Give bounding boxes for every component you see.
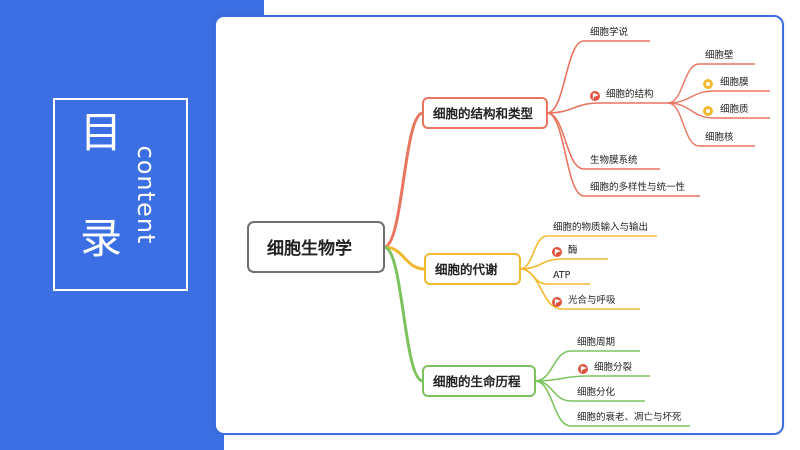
sub-label-0-1-3: 细胞核 bbox=[705, 131, 734, 143]
priority-flag-icon-1-3-glyph bbox=[554, 298, 561, 305]
title-frame bbox=[53, 98, 188, 291]
sub-link-0-1-2 bbox=[667, 102, 715, 119]
sub-label-0-1-1: 细胞膜 bbox=[720, 76, 749, 88]
child-label-1-3: 光合与呼吸 bbox=[568, 294, 616, 306]
sub-link-0-1-1 bbox=[667, 90, 715, 104]
child-link-2-0 bbox=[534, 350, 572, 382]
child-link-0-1 bbox=[546, 102, 601, 114]
child-label-2-0: 细胞周期 bbox=[577, 336, 615, 348]
child-label-1-2: ATP bbox=[553, 270, 571, 281]
child-label-1-0: 细胞的物质输入与输出 bbox=[553, 221, 648, 233]
child-link-2-2 bbox=[534, 380, 572, 402]
branch-link-2 bbox=[383, 245, 424, 383]
child-label-2-3: 细胞的衰老、凋亡与坏死 bbox=[577, 411, 682, 423]
mindmap-links bbox=[383, 40, 770, 427]
branch-link-0 bbox=[383, 111, 424, 249]
child-label-0-1: 细胞的结构 bbox=[606, 88, 654, 100]
branch-node-2 bbox=[422, 365, 536, 397]
child-link-1-1 bbox=[519, 258, 563, 270]
branch-node-1 bbox=[424, 253, 521, 285]
child-link-2-1 bbox=[534, 375, 589, 382]
branch-label-1: 细胞的代谢 bbox=[435, 262, 498, 277]
sub-label-0-1-0: 细胞壁 bbox=[705, 49, 734, 61]
child-label-0-2: 生物膜系统 bbox=[590, 154, 638, 166]
root-node bbox=[247, 221, 385, 273]
priority-flag-icon-2-1-glyph bbox=[580, 365, 587, 372]
child-link-2-3 bbox=[534, 380, 572, 427]
sub-label-0-1-2: 细胞质 bbox=[720, 103, 749, 115]
branch-label-0: 细胞的结构和类型 bbox=[433, 106, 534, 121]
sub-link-0-1-0 bbox=[667, 63, 700, 104]
priority-flag-icon-0-1-glyph bbox=[592, 92, 599, 99]
sub-link-0-1-3 bbox=[667, 102, 700, 147]
child-label-2-2: 细胞分化 bbox=[577, 386, 616, 398]
child-label-2-1: 细胞分裂 bbox=[594, 361, 633, 373]
child-link-0-2 bbox=[546, 112, 585, 170]
priority-flag-icon-1-1-glyph bbox=[554, 248, 561, 255]
child-label-1-1: 酶 bbox=[568, 244, 578, 256]
branch-link-1 bbox=[383, 245, 426, 271]
child-link-0-0 bbox=[546, 40, 585, 114]
branch-label-2: 细胞的生命历程 bbox=[433, 374, 521, 389]
star-icon-0-1-1-glyph bbox=[706, 82, 710, 86]
branch-node-0 bbox=[422, 97, 548, 129]
child-link-1-3 bbox=[519, 268, 563, 310]
star-icon-0-1-2-glyph bbox=[706, 109, 710, 113]
child-link-0-3 bbox=[546, 112, 585, 197]
corner-accent bbox=[224, 0, 264, 15]
title-char-1: 目 bbox=[80, 108, 123, 157]
root-node-label: 细胞生物学 bbox=[267, 238, 352, 259]
child-label-0-0: 细胞学说 bbox=[590, 26, 629, 38]
child-link-1-0 bbox=[519, 235, 548, 270]
title-char-2: 录 bbox=[80, 214, 123, 263]
child-label-0-3: 细胞的多样性与统一性 bbox=[590, 181, 686, 193]
